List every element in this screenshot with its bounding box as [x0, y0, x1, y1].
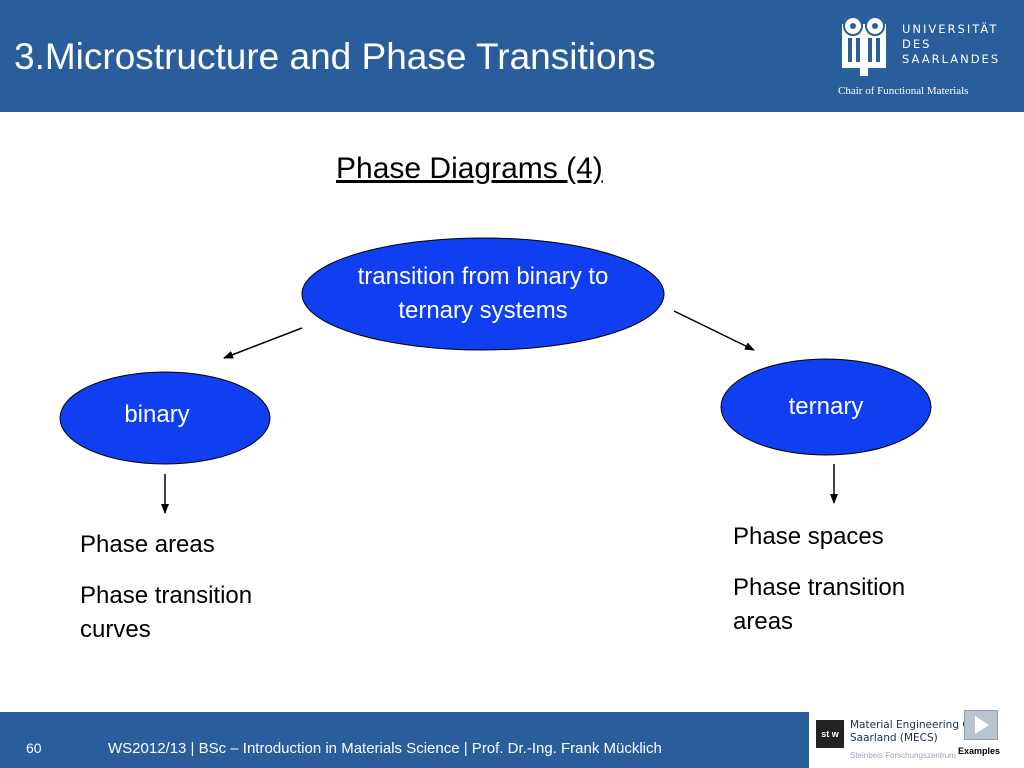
university-name-line: SAARLANDES — [902, 52, 1001, 66]
arrow-to-ternary — [673, 310, 755, 351]
binary-item-phase-areas: Phase areas — [80, 531, 215, 558]
university-name-line: UNIVERSITÄT — [902, 22, 999, 36]
university-name: UNIVERSITÄT DES SAARLANDES — [902, 22, 1000, 67]
ternary-item-phase-spaces: Phase spaces — [733, 523, 884, 550]
university-name-line: DES — [902, 37, 932, 51]
footer-course-info: WS2012/13 | BSc – Introduction in Materi… — [108, 740, 662, 757]
ternary-node-label: ternary — [788, 393, 864, 420]
next-slide-button[interactable] — [964, 710, 998, 740]
mecs-name: Material Engineering Center Saarland (ME… — [850, 719, 998, 745]
root-node-line: ternary systems — [398, 297, 568, 324]
ternary-item-phase-transition: Phase transition — [733, 574, 906, 601]
page-number: 60 — [26, 740, 42, 756]
play-icon — [975, 716, 989, 734]
binary-node-label: binary — [124, 401, 190, 428]
mecs-name-line: Material Engineering Center — [850, 719, 998, 731]
root-node-label: transition from binary to ternary system… — [303, 260, 663, 328]
university-logo — [842, 16, 886, 76]
binary-item-curves: curves — [80, 616, 151, 643]
root-node-line: transition from binary to — [357, 263, 609, 290]
arrow-to-binary — [223, 327, 303, 359]
mecs-logo: st w — [816, 720, 844, 748]
chair-label: Chair of Functional Materials — [838, 85, 969, 97]
root-node-ellipse — [301, 237, 665, 351]
binary-node-ellipse — [59, 371, 271, 465]
ternary-item-areas: areas — [733, 608, 794, 635]
slide-section-title: 3.Microstructure and Phase Transitions — [14, 36, 656, 77]
ternary-node-ellipse — [720, 358, 932, 456]
examples-link[interactable]: Examples — [958, 746, 1001, 756]
binary-item-phase-transition: Phase transition — [80, 582, 253, 609]
mecs-name-line: Saarland (MECS) — [850, 732, 938, 744]
slide-heading: Phase Diagrams (4) — [336, 152, 603, 185]
mecs-subtitle: Steinbeis Forschungszentrum — [850, 751, 956, 760]
